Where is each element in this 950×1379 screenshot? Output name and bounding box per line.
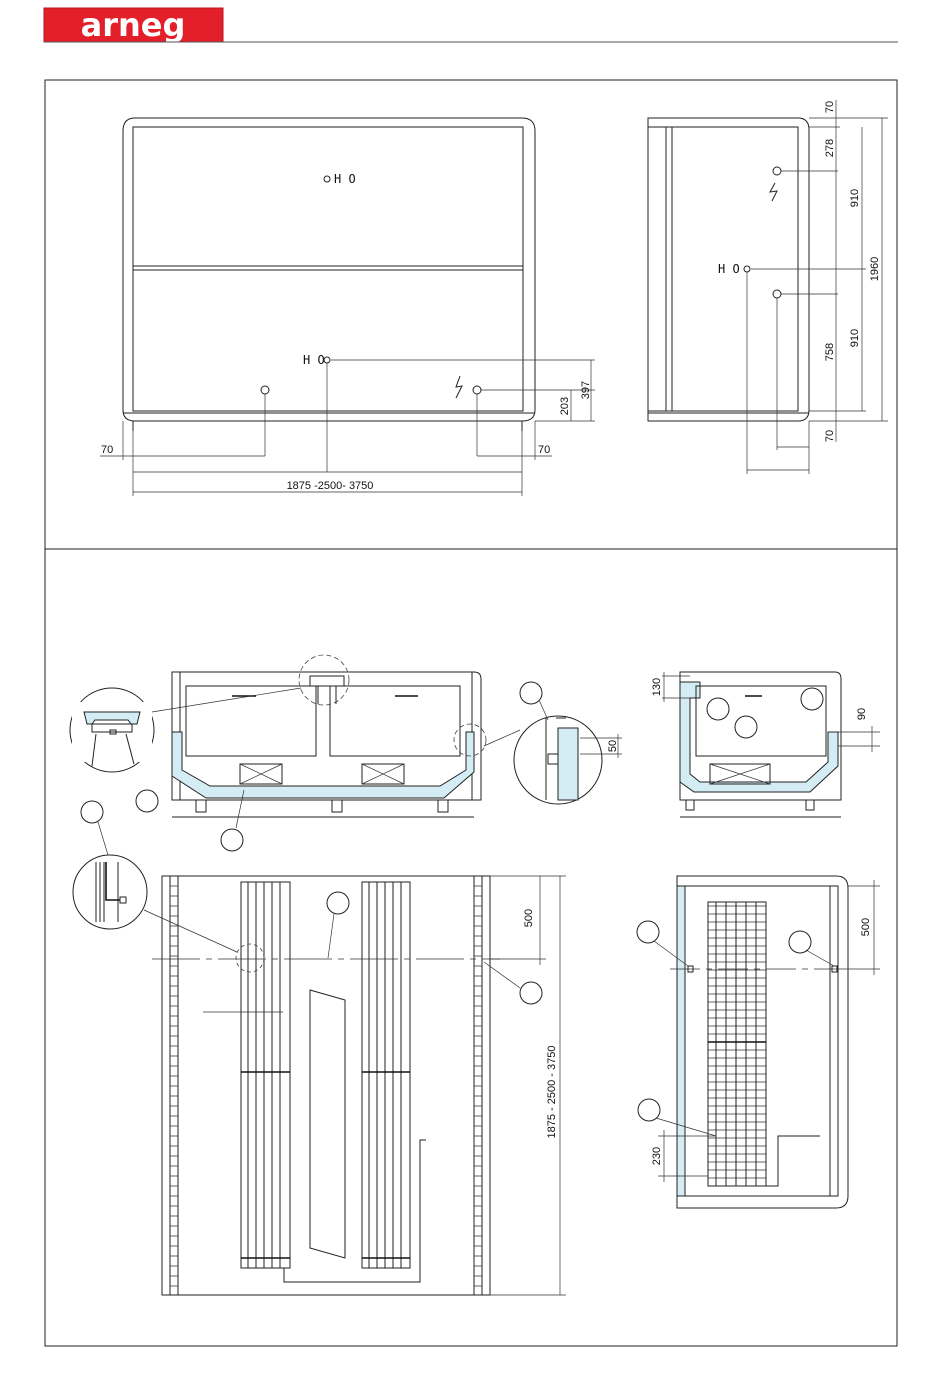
front-view: H O H O 70 70 1875 -2500- 3750 397 203 (100, 118, 595, 496)
front-dim-70-right: 70 (538, 444, 550, 456)
front-label-ho-mid: H O (303, 353, 325, 367)
front-dim-397: 397 (580, 381, 592, 399)
side-dim-278: 278 (824, 139, 836, 157)
front-dim-width: 1875 -2500- 3750 (287, 480, 374, 492)
side-view: H O 70 278 910 1960 758 910 70 (648, 100, 888, 474)
side-plan-dim-230: 230 (651, 1147, 663, 1165)
side-section-dim-90: 90 (856, 708, 868, 720)
front-dim-70-left: 70 (101, 444, 113, 456)
electric-symbol-front (456, 376, 462, 398)
side-dim-758: 758 (824, 343, 836, 361)
section-view (152, 655, 520, 828)
side-dim-70-bottom: 70 (824, 430, 836, 442)
section-dim-50: 50 (607, 740, 619, 752)
front-label-ho-top: H O (334, 172, 356, 186)
side-plan: 500 230 (637, 876, 880, 1208)
brand-logo: arneg (44, 6, 223, 44)
side-section-dim-130: 130 (651, 678, 663, 696)
plan-view: 500 1875 - 2500 - 3750 (152, 876, 566, 1295)
side-dim-70-top: 70 (824, 101, 836, 113)
detail-circle-left (70, 688, 243, 851)
side-dim-910-top: 910 (849, 189, 861, 207)
front-dim-203: 203 (559, 397, 571, 415)
frame-top (45, 80, 897, 549)
side-dim-1960: 1960 (869, 257, 881, 281)
side-plan-dim-500: 500 (860, 918, 872, 936)
plan-dim-length: 1875 - 2500 - 3750 (546, 1046, 558, 1139)
detail-circle-right: 50 (514, 682, 622, 804)
side-dim-910-bottom: 910 (849, 329, 861, 347)
electric-symbol-side (770, 183, 777, 201)
side-label-ho: H O (718, 262, 740, 276)
logo-text: arneg (81, 6, 186, 44)
plan-dim-500: 500 (523, 909, 535, 927)
side-section: 130 90 (651, 672, 880, 817)
